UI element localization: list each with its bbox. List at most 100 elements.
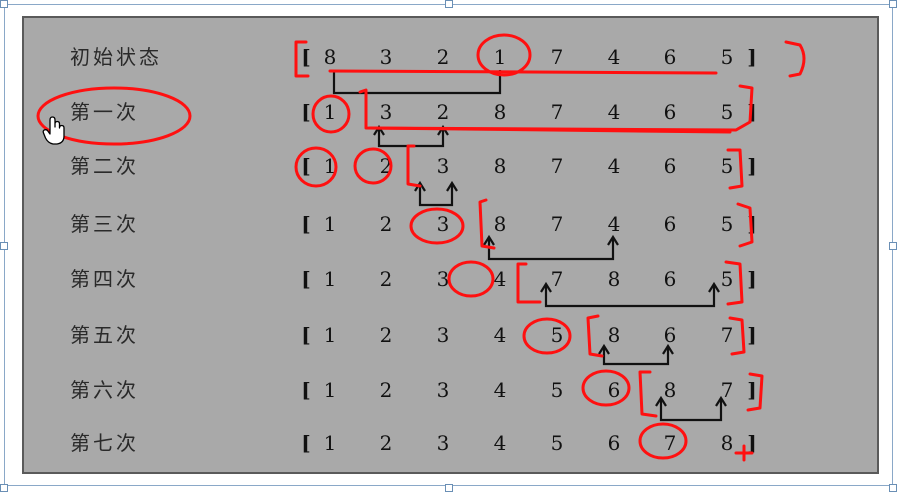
array-value: 4 xyxy=(493,431,507,455)
swap-connector xyxy=(602,346,670,366)
array-value: 8 xyxy=(607,267,621,291)
swap-arrow-icon xyxy=(446,180,458,192)
array-value: 1 xyxy=(323,267,337,291)
resize-handle-middle-left[interactable] xyxy=(0,242,8,250)
array-value: 1 xyxy=(323,431,337,455)
step-label: 初始状态 xyxy=(70,45,162,69)
array-value: 7 xyxy=(663,431,677,455)
array-value: 4 xyxy=(493,323,507,347)
array-value: 4 xyxy=(607,45,621,69)
array-value: 2 xyxy=(379,267,393,291)
red-bracket-annotation xyxy=(294,40,310,78)
step-label: 第三次 xyxy=(70,212,139,236)
step-label: 第五次 xyxy=(70,323,139,347)
close-bracket: ] xyxy=(747,323,757,347)
close-bracket: ] xyxy=(747,45,757,69)
open-bracket: [ xyxy=(301,378,311,402)
open-bracket: [ xyxy=(301,45,311,69)
array-value: 6 xyxy=(663,154,677,178)
array-value: 1 xyxy=(323,212,337,236)
open-bracket: [ xyxy=(301,431,311,455)
red-circle-annotation xyxy=(638,422,688,460)
array-value: 5 xyxy=(550,323,564,347)
red-bracket-annotation xyxy=(736,202,754,248)
swap-connector xyxy=(332,70,502,95)
red-bracket-annotation xyxy=(638,370,658,418)
array-value: 3 xyxy=(436,323,450,347)
array-value: 8 xyxy=(663,378,677,402)
red-circle-annotation xyxy=(522,317,572,355)
array-value: 6 xyxy=(663,100,677,124)
swap-arrow-icon xyxy=(708,281,720,293)
array-value: 4 xyxy=(607,212,621,236)
array-value: 3 xyxy=(436,431,450,455)
resize-handle-top-right[interactable] xyxy=(889,0,897,8)
open-bracket: [ xyxy=(301,267,311,291)
open-bracket: [ xyxy=(301,212,311,236)
array-value: 1 xyxy=(323,323,337,347)
array-value: 8 xyxy=(323,45,337,69)
array-value: 5 xyxy=(550,378,564,402)
resize-handle-top-left[interactable] xyxy=(0,0,8,8)
swap-arrow-icon xyxy=(540,281,552,293)
open-bracket: [ xyxy=(301,154,311,178)
array-value: 7 xyxy=(550,212,564,236)
array-value: 3 xyxy=(379,100,393,124)
array-value: 7 xyxy=(550,100,564,124)
step-label: 第七次 xyxy=(70,431,139,455)
close-bracket: ] xyxy=(747,154,757,178)
close-bracket: ] xyxy=(747,267,757,291)
red-underline-annotation xyxy=(328,69,718,75)
array-value: 2 xyxy=(379,431,393,455)
red-underline-annotation xyxy=(368,126,732,134)
red-bracket-annotation xyxy=(728,316,746,356)
resize-handle-middle-right[interactable] xyxy=(889,242,897,250)
open-bracket: [ xyxy=(301,100,311,124)
array-value: 8 xyxy=(607,323,621,347)
close-bracket: ] xyxy=(747,378,757,402)
red-circle-annotation xyxy=(581,369,631,407)
array-value: 4 xyxy=(607,100,621,124)
red-circle-annotation xyxy=(476,33,532,77)
red-bracket-annotation xyxy=(358,84,754,132)
red-circle-annotation xyxy=(311,94,351,134)
swap-connector xyxy=(418,183,454,207)
swap-connector xyxy=(544,284,716,308)
array-value: 3 xyxy=(436,212,450,236)
resize-handle-top-center[interactable] xyxy=(445,0,453,8)
array-value: 6 xyxy=(663,267,677,291)
red-bracket-annotation xyxy=(406,144,422,188)
swap-arrow-icon xyxy=(662,343,674,355)
array-value: 1 xyxy=(323,100,337,124)
array-value: 4 xyxy=(607,154,621,178)
swap-arrow-icon xyxy=(598,343,610,355)
array-value: 7 xyxy=(720,323,734,347)
open-bracket: [ xyxy=(301,323,311,347)
red-plus-annotation xyxy=(734,444,754,462)
array-value: 7 xyxy=(550,154,564,178)
array-value: 5 xyxy=(720,212,734,236)
array-value: 7 xyxy=(550,45,564,69)
swap-arrow-icon xyxy=(607,234,619,246)
close-bracket: ] xyxy=(747,431,757,455)
red-bracket-annotation xyxy=(746,372,764,412)
array-value: 6 xyxy=(663,45,677,69)
array-value: 7 xyxy=(550,267,564,291)
array-value: 2 xyxy=(379,323,393,347)
red-circle-annotation xyxy=(447,260,495,298)
array-value: 2 xyxy=(436,100,450,124)
red-circle-annotation xyxy=(294,146,338,188)
array-value: 7 xyxy=(720,378,734,402)
array-value: 3 xyxy=(436,154,450,178)
red-bracket-annotation xyxy=(586,314,604,358)
red-circle-annotation xyxy=(353,147,393,185)
array-value: 6 xyxy=(607,378,621,402)
array-value: 8 xyxy=(493,154,507,178)
step-label: 第二次 xyxy=(70,154,139,178)
array-value: 6 xyxy=(607,431,621,455)
array-value: 2 xyxy=(436,45,450,69)
array-value: 3 xyxy=(379,45,393,69)
array-value: 6 xyxy=(663,323,677,347)
hand-cursor-icon xyxy=(42,116,65,145)
